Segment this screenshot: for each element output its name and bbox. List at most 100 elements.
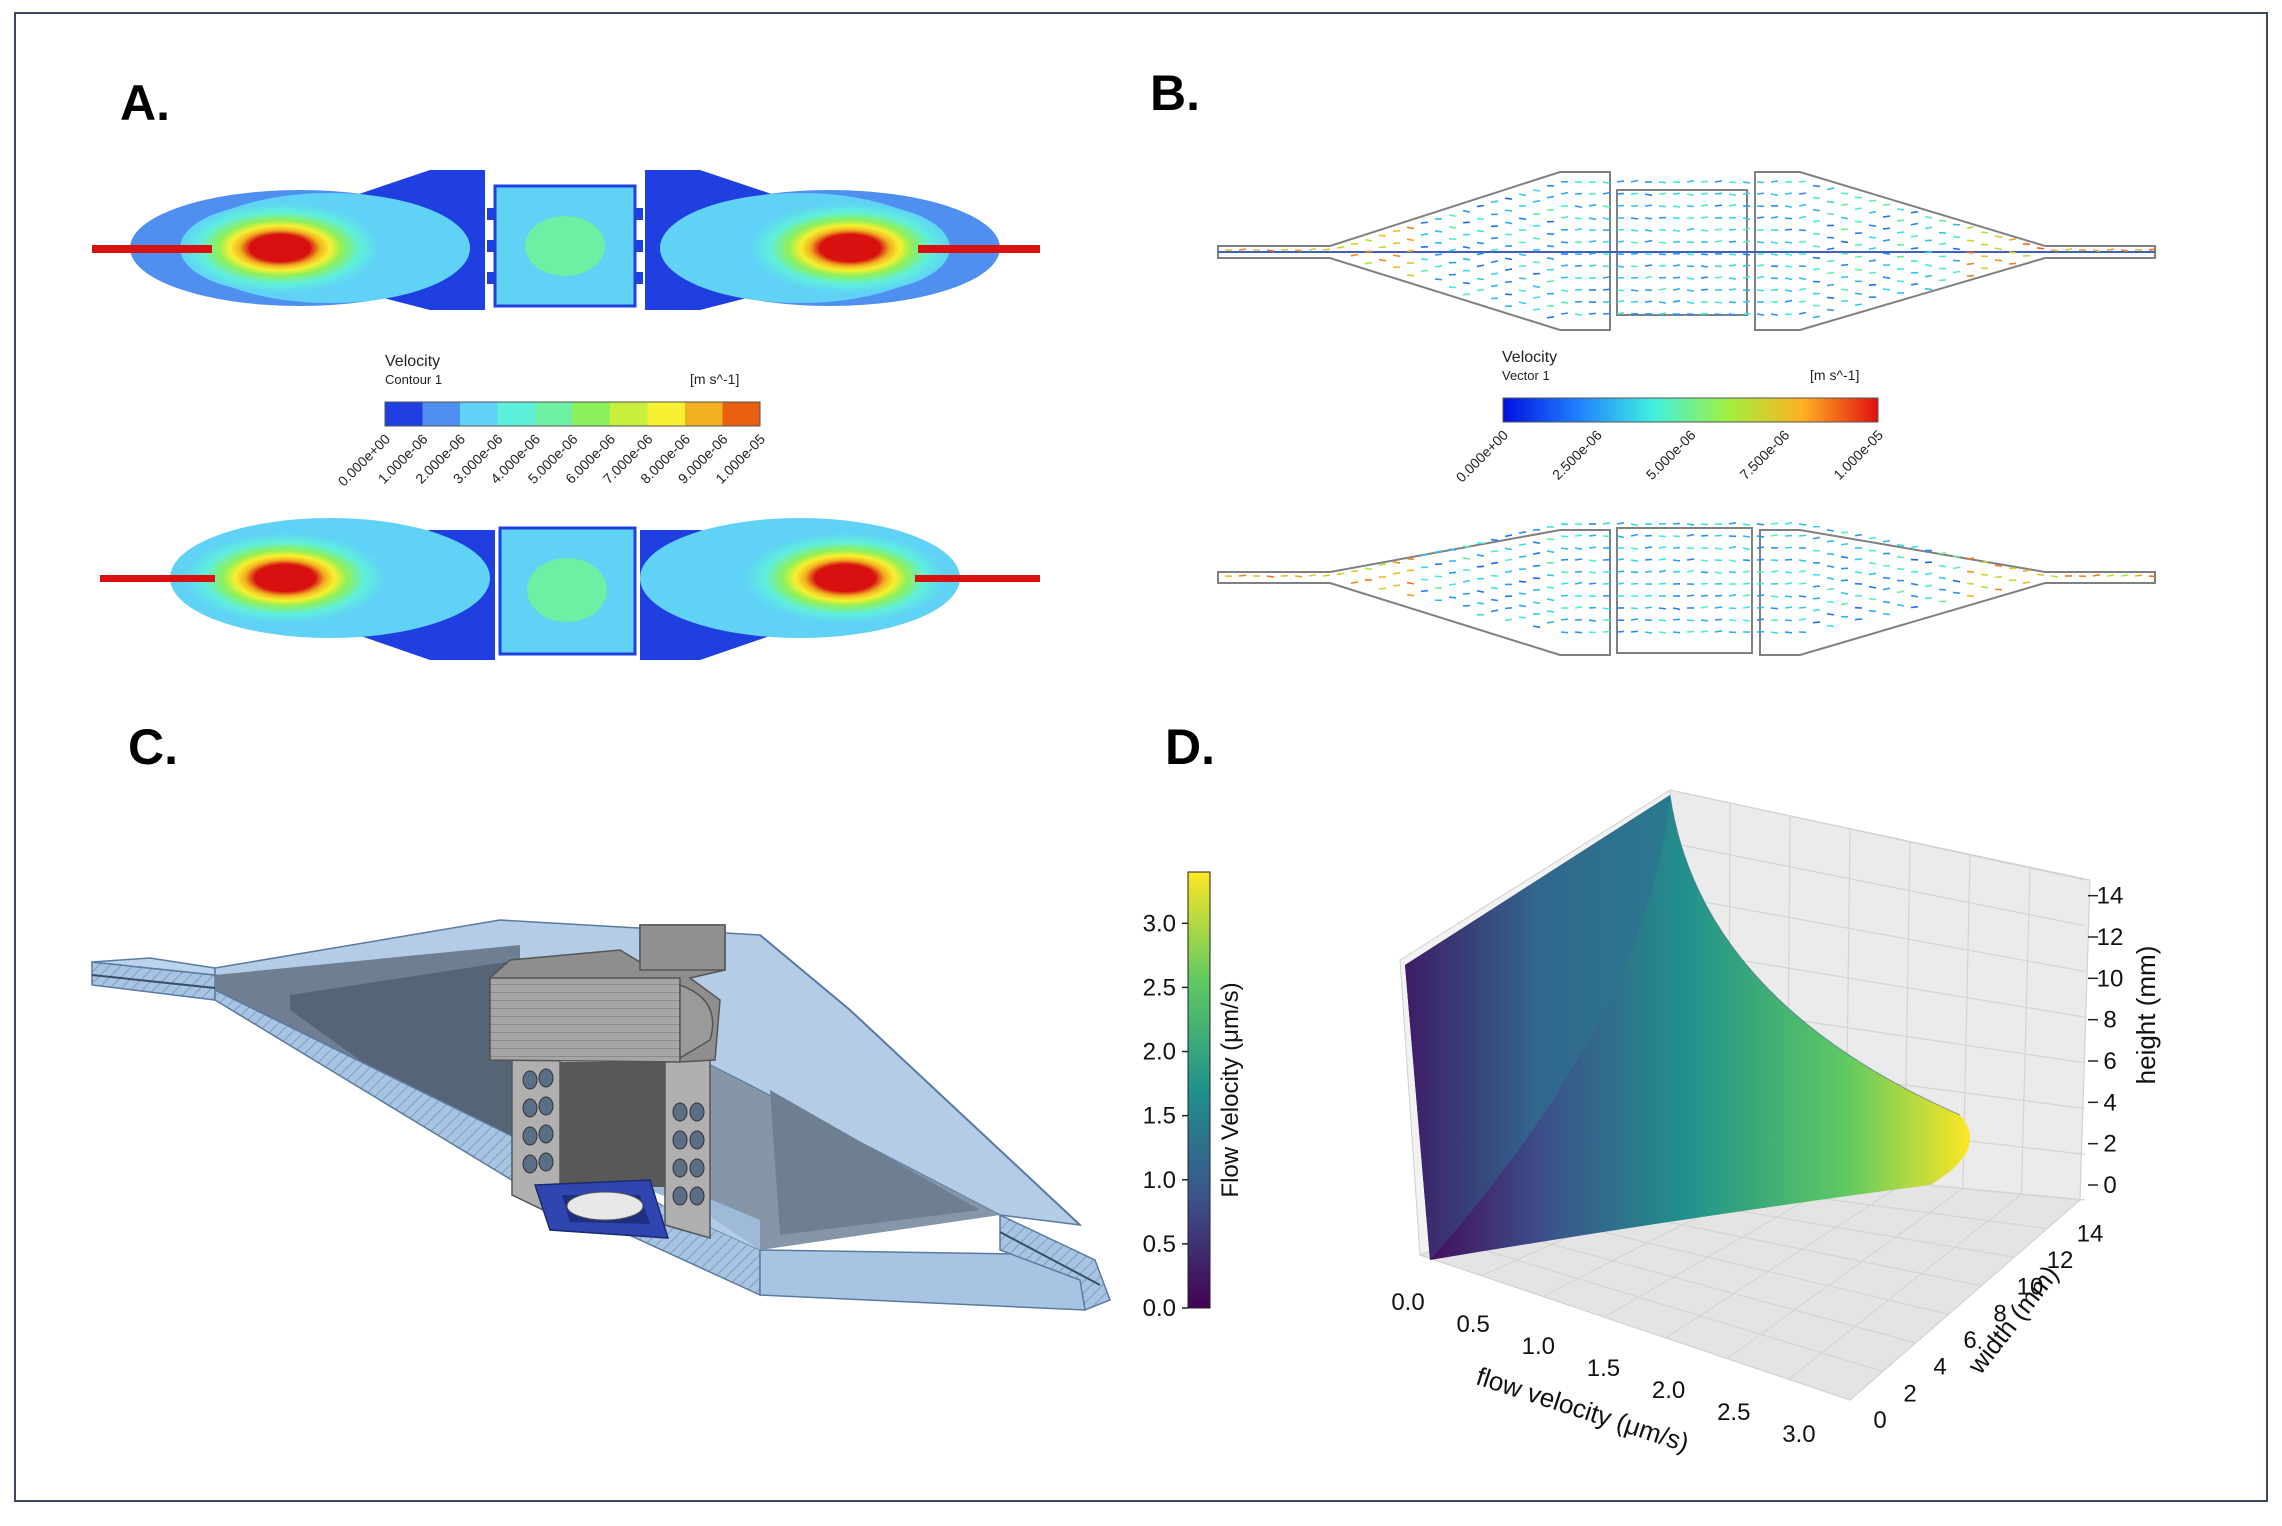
panel-b-colorbar-tick: 5.000e-06 [1643,427,1699,483]
velocity-vector [1490,200,1499,204]
velocity-vector [1896,603,1905,607]
velocity-vector [1952,566,1961,570]
velocity-vector [1462,579,1471,583]
velocity-vector [1756,241,1765,244]
velocity-vector [1616,630,1625,633]
velocity-vector [1728,277,1737,280]
velocity-vector [1644,204,1653,207]
velocity-vector [1378,258,1387,262]
velocity-vector [1462,281,1471,285]
velocity-vector [1742,181,1751,184]
velocity-vector [1882,612,1891,616]
velocity-vector [2106,248,2115,251]
velocity-vector [1826,576,1835,580]
velocity-vector [1644,606,1653,609]
velocity-vector [1798,215,1807,219]
velocity-vector [2092,249,2101,253]
velocity-vector [1364,238,1373,242]
velocity-vector [1714,630,1723,633]
velocity-vector [1686,569,1695,573]
velocity-vector [1238,574,1247,577]
panel-c-colorbar-tick: 1.5 [1143,1103,1176,1130]
velocity-vector [1518,604,1527,608]
velocity-vector [1756,606,1765,609]
velocity-vector [1392,560,1401,564]
velocity-vector [1532,285,1541,289]
velocity-vector [1966,274,1975,278]
velocity-vector [1728,313,1737,316]
velocity-vector [1266,249,1275,252]
panel-d-xtick: 2.5 [1717,1399,1750,1426]
velocity-vector [2148,575,2157,578]
panel-d-ytick: 0 [1873,1407,1886,1434]
velocity-vector [1686,179,1695,183]
velocity-vector [1672,559,1681,562]
velocity-vector [1924,596,1933,600]
velocity-vector [1868,609,1877,613]
velocity-vector [1616,192,1625,195]
velocity-vector [1966,582,1975,585]
velocity-vector [1448,583,1457,586]
velocity-vector [1658,619,1667,622]
velocity-vector [1546,598,1555,602]
velocity-vector [1784,289,1793,293]
panel-d-xtick: 1.5 [1587,1355,1620,1382]
velocity-vector [1784,606,1793,609]
velocity-vector [1714,192,1723,195]
velocity-vector [1672,205,1681,208]
velocity-vector [1728,228,1737,231]
velocity-vector [1476,541,1485,545]
panel-b-colorbar-tick: 2.500e-06 [1549,427,1605,483]
velocity-vector [1672,522,1681,525]
velocity-vector [1798,277,1807,281]
velocity-vector [1742,594,1751,597]
velocity-vector [1588,571,1597,574]
velocity-vector [1448,596,1457,599]
velocity-vector [1630,523,1639,527]
panel-a-colorbar-segment [722,402,761,426]
velocity-vector [1938,242,1947,246]
velocity-vector [1322,248,1331,251]
velocity-vector [1490,284,1499,288]
panel-a-legend: Velocity Contour 1 [m s^-1] 0.000e+001.0… [335,353,769,489]
velocity-vector [2036,573,2045,577]
velocity-vector [1784,619,1793,622]
velocity-vector [1840,216,1849,220]
velocity-vector [1826,271,1835,275]
panel-d-ytick: 8 [1993,1300,2006,1327]
velocity-vector [1546,574,1555,577]
velocity-vector [1966,239,1975,242]
velocity-vector [1658,241,1667,244]
velocity-vector [1476,204,1485,208]
velocity-vector [1728,264,1737,267]
velocity-vector [1840,299,1849,303]
velocity-vector [1714,534,1723,537]
panel-a-colorbar-segment [497,402,536,426]
velocity-vector [1630,607,1639,610]
velocity-vector [1770,277,1779,280]
velocity-vector [1728,521,1737,525]
velocity-vector [1742,275,1751,279]
velocity-vector [1756,558,1765,561]
velocity-vector [1854,618,1863,621]
velocity-vector [1910,247,1919,250]
velocity-vector [1532,199,1541,203]
velocity-vector [1938,231,1947,235]
velocity-vector [1826,308,1835,312]
velocity-vector [1518,580,1527,583]
velocity-vector [1560,301,1569,304]
velocity-vector [1812,315,1821,319]
velocity-vector [1966,570,1975,574]
velocity-vector [1686,301,1695,305]
velocity-vector [1672,631,1681,634]
velocity-vector [1798,595,1807,598]
velocity-vector [1588,240,1597,243]
velocity-vector [1812,256,1821,260]
velocity-vector [1630,179,1639,183]
velocity-vector [1700,192,1709,195]
velocity-vector [1854,220,1863,223]
velocity-vector [1518,253,1527,257]
velocity-vector [1812,220,1821,223]
velocity-vector [1812,232,1821,236]
velocity-vector [1658,582,1667,585]
